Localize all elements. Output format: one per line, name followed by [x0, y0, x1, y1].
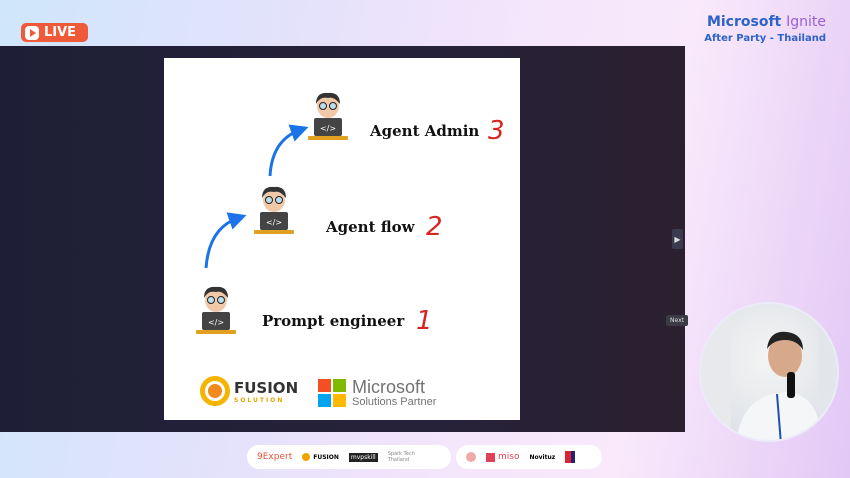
next-tooltip: Next	[666, 315, 688, 326]
next-slide-button[interactable]: ▶	[672, 229, 683, 249]
slide: </> </> </> Agent Admin 3 Agent flow 2 Pro…	[164, 58, 520, 420]
sponsor-logo: FUSION	[302, 453, 339, 461]
brand-title-a: Microsoft	[706, 14, 782, 30]
step-label: Agent flow	[326, 218, 415, 236]
sponsor-bar-right: miso Novituz	[456, 445, 602, 469]
step-label: Prompt engineer	[262, 312, 405, 330]
speaker-camera	[699, 302, 839, 442]
sponsor-logo	[466, 452, 476, 462]
step-label: Agent Admin	[370, 122, 480, 140]
live-badge: LIVE	[21, 23, 88, 42]
sponsor-logo: Spark Tech Thailand	[387, 451, 415, 463]
arrows	[204, 124, 309, 269]
microsoft-sub: Solutions Partner	[352, 396, 437, 408]
svg-text:</>: </>	[208, 318, 224, 327]
developer-icon: </>	[190, 282, 240, 338]
sponsor-logo: mvpskill	[348, 452, 378, 462]
microsoft-name: Microsoft	[352, 377, 426, 397]
speaker-image	[701, 304, 837, 440]
sponsor-logo	[565, 451, 576, 463]
fusion-name: FUSION	[234, 378, 299, 397]
arrow-up-icon	[204, 212, 247, 269]
live-label: LIVE	[44, 25, 77, 40]
sponsor-logo: miso	[486, 452, 519, 462]
svg-text:</>: </>	[320, 124, 336, 133]
brand-title-b: Ignite	[786, 14, 826, 30]
svg-text:</>: </>	[266, 218, 282, 227]
step-number: 1	[416, 306, 433, 336]
step-number: 2	[426, 212, 443, 242]
brand-subtitle: After Party - Thailand	[704, 33, 826, 44]
event-brand: Microsoft Ignite After Party - Thailand	[704, 14, 826, 44]
step-number: 3	[488, 116, 505, 146]
developer-icon: </>	[302, 88, 352, 144]
play-icon	[25, 25, 39, 40]
sponsor-logo: 9Expert	[257, 452, 293, 462]
sponsor-logo: Novituz	[529, 453, 556, 461]
sponsor-bar-left: 9Expert FUSION mvpskill Spark Tech Thail…	[247, 445, 451, 469]
fusion-sub: SOLUTION	[234, 396, 285, 404]
developer-icon: </>	[248, 182, 298, 238]
arrow-up-icon	[268, 124, 309, 177]
